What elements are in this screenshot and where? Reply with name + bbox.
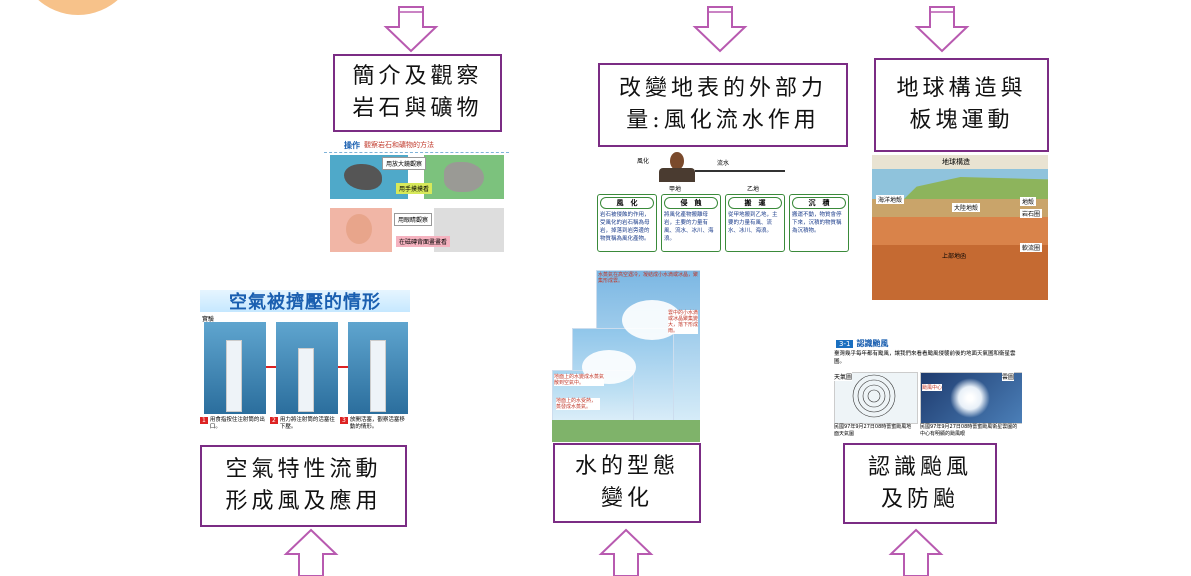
- typhoon-caption: 民國97年9月27日08時薔蜜颱風地面天氣圖: [834, 424, 912, 437]
- topic-box-erosion[interactable]: 改變地表的外部力量:風化流水作用: [598, 63, 848, 147]
- water-caption: 雲中的小水滴或冰晶聚集變大，落下形成雨。: [668, 310, 699, 334]
- isobar-icon: [852, 374, 896, 418]
- topic-box-typhoon[interactable]: 認識颱風及防颱: [843, 443, 997, 524]
- erosion-card-title: 侵 蝕: [664, 197, 718, 209]
- erosion-card-text: 搬運不動，物質會停下來，沉積的物質稱為沉積物。: [792, 212, 842, 234]
- topic-line: 空氣特性流動: [225, 457, 382, 482]
- erosion-card-title: 沉 積: [792, 197, 846, 209]
- erosion-card: 搬 運 從甲地搬到乙地，主要的力量有風、流水、冰川、海浪。: [725, 194, 785, 252]
- rock-label: 在磁磚背面畫畫看: [396, 236, 451, 247]
- erosion-label: 風化: [637, 158, 650, 165]
- air-step-caption: 放開活塞，觀察活塞移動的情形。: [349, 417, 405, 430]
- topic-line: 地球構造與: [896, 76, 1027, 101]
- typhoon-caption: 民國97年9月27日08時薔蜜颱風衛星雲圖的中心有明顯的颱風眼: [920, 424, 1018, 437]
- arrow-up-icon: [888, 528, 944, 576]
- air-step-caption: 用力將注射筒的活塞往下壓。: [279, 417, 335, 430]
- topic-box-rocks[interactable]: 簡介及觀察岩石與礦物: [333, 54, 502, 132]
- topic-line: 簡介及觀察: [352, 64, 483, 89]
- earth-label: 岩石圈: [1020, 209, 1043, 218]
- erosion-label: 流水: [717, 160, 730, 167]
- arrow-down-icon: [914, 6, 970, 53]
- rock-label: 用眼睛觀察: [394, 213, 433, 226]
- topic-box-air[interactable]: 空氣特性流動形成風及應用: [200, 445, 407, 527]
- erosion-diagram-image: 流水 風化 甲地 乙地 風 化 岩石被侵蝕的作用，受風化的岩石稱為母岩，掉落到岩…: [597, 150, 849, 252]
- air-panel-title: 空氣被擠壓的情形: [229, 292, 381, 313]
- water-caption: 地面上的水變成水蒸氣散到空氣中。: [554, 374, 605, 386]
- typhoon-map-label: 颱風中心: [922, 384, 943, 391]
- arrow-up-icon: [598, 528, 654, 576]
- topic-line: 變化: [600, 486, 653, 511]
- topic-line: 改變地表的外部力: [618, 76, 827, 101]
- typhoon-tag: 天氣圖: [834, 372, 853, 381]
- topic-line: 認識颱風: [867, 454, 972, 480]
- erosion-card: 侵 蝕 將風化產物搬離母岩，主要的力量有風、流水、冰川、海浪。: [661, 194, 721, 252]
- air-step-number: 2: [270, 417, 278, 424]
- typhoon-image: 3-1 認識颱風 臺灣幾乎每年都有颱風，讓我們來看看颱風侵襲前後的地面天氣圖和衛…: [834, 338, 1022, 440]
- erosion-card-title: 風 化: [600, 197, 654, 209]
- earth-title: 地球構造: [942, 158, 970, 166]
- water-caption: 地面上的水受熱，蒸發成水蒸氣。: [556, 398, 600, 410]
- air-step-number: 3: [340, 417, 348, 424]
- rock-panel-subheader: 觀察岩石和礦物的方法: [364, 141, 434, 149]
- earth-label: 海洋地殼: [876, 195, 905, 204]
- air-step-number: 1: [200, 417, 208, 424]
- erosion-card-text: 從甲地搬到乙地，主要的力量有風、流水、冰川、海浪。: [728, 212, 778, 234]
- arrow-up-icon: [283, 528, 339, 576]
- air-compression-image: 空氣被擠壓的情形 實驗 1 用食指按住注射筒的出口。 2 用力將注射筒的活塞往下…: [200, 290, 410, 440]
- water-cycle-image: 水蒸氣在高空遇冷，凝結成小水滴或冰晶，聚集形成雲。 地面上的水變成水蒸氣散到空氣…: [552, 270, 700, 442]
- topic-line: 岩石與礦物: [352, 96, 483, 121]
- erosion-card: 風 化 岩石被侵蝕的作用，受風化的岩石稱為母岩，掉落到岩旁邊的物質稱為風化產物。: [597, 194, 657, 252]
- topic-line: 及防颱: [880, 486, 959, 512]
- earth-label: 軟流圈: [1020, 243, 1043, 252]
- topic-line: 板塊運動: [909, 108, 1014, 133]
- topic-line: 形成風及應用: [225, 489, 382, 514]
- earth-structure-image: 地球構造 海洋地殼 大陸地殼 地殼 岩石圈 軟流圈 上部地函: [872, 155, 1048, 300]
- erosion-card-text: 將風化產物搬離母岩，主要的力量有風、流水、冰川、海浪。: [664, 212, 714, 242]
- earth-label: 上部地函: [942, 253, 967, 260]
- arrow-down-icon: [383, 6, 439, 53]
- erosion-card-text: 岩石被侵蝕的作用，受風化的岩石稱為母岩，掉落到岩旁邊的物質稱為風化產物。: [600, 212, 650, 242]
- typhoon-heading: 認識颱風: [856, 339, 889, 348]
- air-step-caption: 用食指按住注射筒的出口。: [209, 417, 265, 430]
- topic-box-earth[interactable]: 地球構造與板塊運動: [874, 58, 1049, 152]
- arrow-down-icon: [692, 6, 748, 53]
- decorative-circle: [18, 0, 138, 15]
- topic-line: 水的型態: [574, 454, 679, 479]
- rock-label: 用手摸摸看: [396, 183, 433, 194]
- erosion-card-title: 搬 運: [728, 197, 782, 209]
- air-panel-tag: 實驗: [202, 316, 215, 323]
- typhoon-badge: 3-1: [836, 339, 854, 348]
- rock-panel-header: 操作: [344, 140, 360, 150]
- typhoon-intro: 臺灣幾乎每年都有颱風，讓我們來看看颱風侵襲前後的地面天氣圖和衛星雲圖。: [834, 351, 1016, 365]
- erosion-card: 沉 積 搬運不動，物質會停下來，沉積的物質稱為沉積物。: [789, 194, 849, 252]
- erosion-label: 乙地: [747, 186, 760, 193]
- water-caption: 水蒸氣在高空遇冷，凝結成小水滴或冰晶，聚集形成雲。: [598, 272, 699, 284]
- rock-label: 用放大鏡觀察: [382, 157, 427, 170]
- rock-observation-image: 操作 觀察岩石和礦物的方法 用放大鏡觀察 用手摸摸看 用眼睛觀察 在磁磚背面畫畫…: [324, 138, 509, 256]
- erosion-label: 甲地: [669, 186, 682, 193]
- earth-label: 大陸地殼: [952, 203, 981, 212]
- topic-line: 量:風化流水作用: [626, 108, 820, 133]
- earth-label: 地殼: [1020, 197, 1037, 206]
- typhoon-tag: 雲圖: [1002, 372, 1015, 381]
- topic-box-water[interactable]: 水的型態變化: [553, 443, 701, 523]
